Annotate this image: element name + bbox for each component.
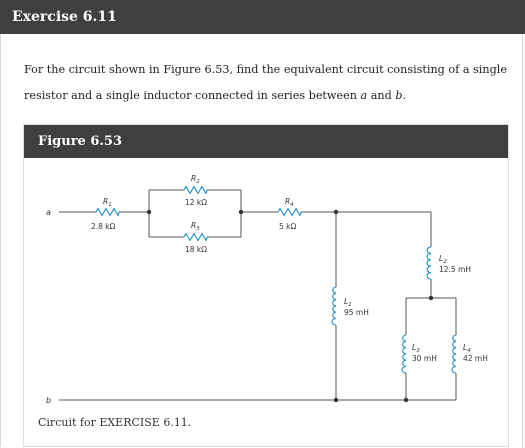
resistors (95, 185, 302, 242)
node-dot (238, 209, 244, 215)
l2-sub: 2 (443, 259, 447, 265)
resistor-r1-symbol (95, 207, 120, 217)
r2-sym: R (191, 174, 196, 183)
l4-sub: 4 (467, 348, 471, 354)
inductor-l4-symbol (451, 334, 457, 374)
figure-panel: Figure 6.53 (23, 124, 509, 447)
r4-symbol-label: R4 (285, 197, 294, 208)
l4-symbol-label: L4 (463, 343, 471, 354)
node-dot (333, 209, 339, 215)
problem-statement: For the circuit shown in Figure 6.53, fi… (24, 57, 509, 109)
wires (59, 189, 457, 401)
node-dot (146, 209, 152, 215)
l2-sym: L (439, 254, 443, 263)
problem-and: and (367, 89, 396, 102)
problem-end: . (402, 89, 407, 102)
exercise-body (0, 34, 523, 447)
labels: a b R1 2.8 kΩ R2 12 kΩ R3 18 kΩ R4 5 kΩ … (46, 174, 488, 405)
terminal-b-label: b (46, 396, 51, 405)
r2-value: 12 kΩ (185, 198, 207, 207)
problem-text: For the circuit shown in Figure 6.53, fi… (24, 63, 507, 102)
resistor-r2-symbol (183, 185, 208, 195)
r4-value: 5 kΩ (279, 222, 296, 231)
l1-value: 95 mH (344, 308, 369, 317)
l1-sym: L (344, 297, 348, 306)
node-dot (333, 397, 339, 403)
l3-sub: 3 (416, 348, 420, 354)
inductors (331, 246, 457, 374)
figure-title: Figure 6.53 (24, 125, 508, 158)
node-b-ref: b (395, 89, 403, 102)
r3-value: 18 kΩ (185, 245, 207, 254)
l3-sym: L (412, 343, 416, 352)
terminal-a-label: a (46, 208, 51, 217)
l2-symbol-label: L2 (439, 254, 447, 265)
l1-sub: 1 (348, 302, 352, 308)
exercise-title: Exercise 6.11 (0, 0, 525, 34)
r1-sub: 1 (108, 202, 112, 208)
figure-caption: Circuit for EXERCISE 6.11. (38, 416, 192, 429)
r2-symbol-label: R2 (191, 174, 200, 185)
l4-value: 42 mH (463, 354, 488, 363)
l2-value: 12.5 mH (439, 265, 471, 274)
l4-sym: L (463, 343, 467, 352)
r3-symbol-label: R3 (191, 221, 200, 232)
r3-sub: 3 (196, 226, 200, 232)
inductor-l2-symbol (426, 246, 432, 280)
inductor-l3-symbol (401, 334, 407, 374)
l1-symbol-label: L1 (344, 297, 352, 308)
r3-sym: R (191, 221, 196, 230)
r4-sub: 4 (290, 202, 294, 208)
nodes (146, 209, 434, 403)
r2-sub: 2 (196, 179, 200, 185)
inductor-l1-symbol (331, 286, 337, 326)
node-a-ref: a (360, 89, 368, 102)
node-dot (428, 295, 434, 301)
l3-value: 30 mH (412, 354, 437, 363)
r1-value: 2.8 kΩ (91, 222, 116, 231)
node-dot (403, 397, 409, 403)
resistor-r4-symbol (277, 207, 302, 217)
l3-symbol-label: L3 (412, 343, 420, 354)
resistor-r3-symbol (183, 232, 208, 242)
r1-sym: R (103, 197, 108, 206)
r1-symbol-label: R1 (103, 197, 112, 208)
r4-sym: R (285, 197, 290, 206)
